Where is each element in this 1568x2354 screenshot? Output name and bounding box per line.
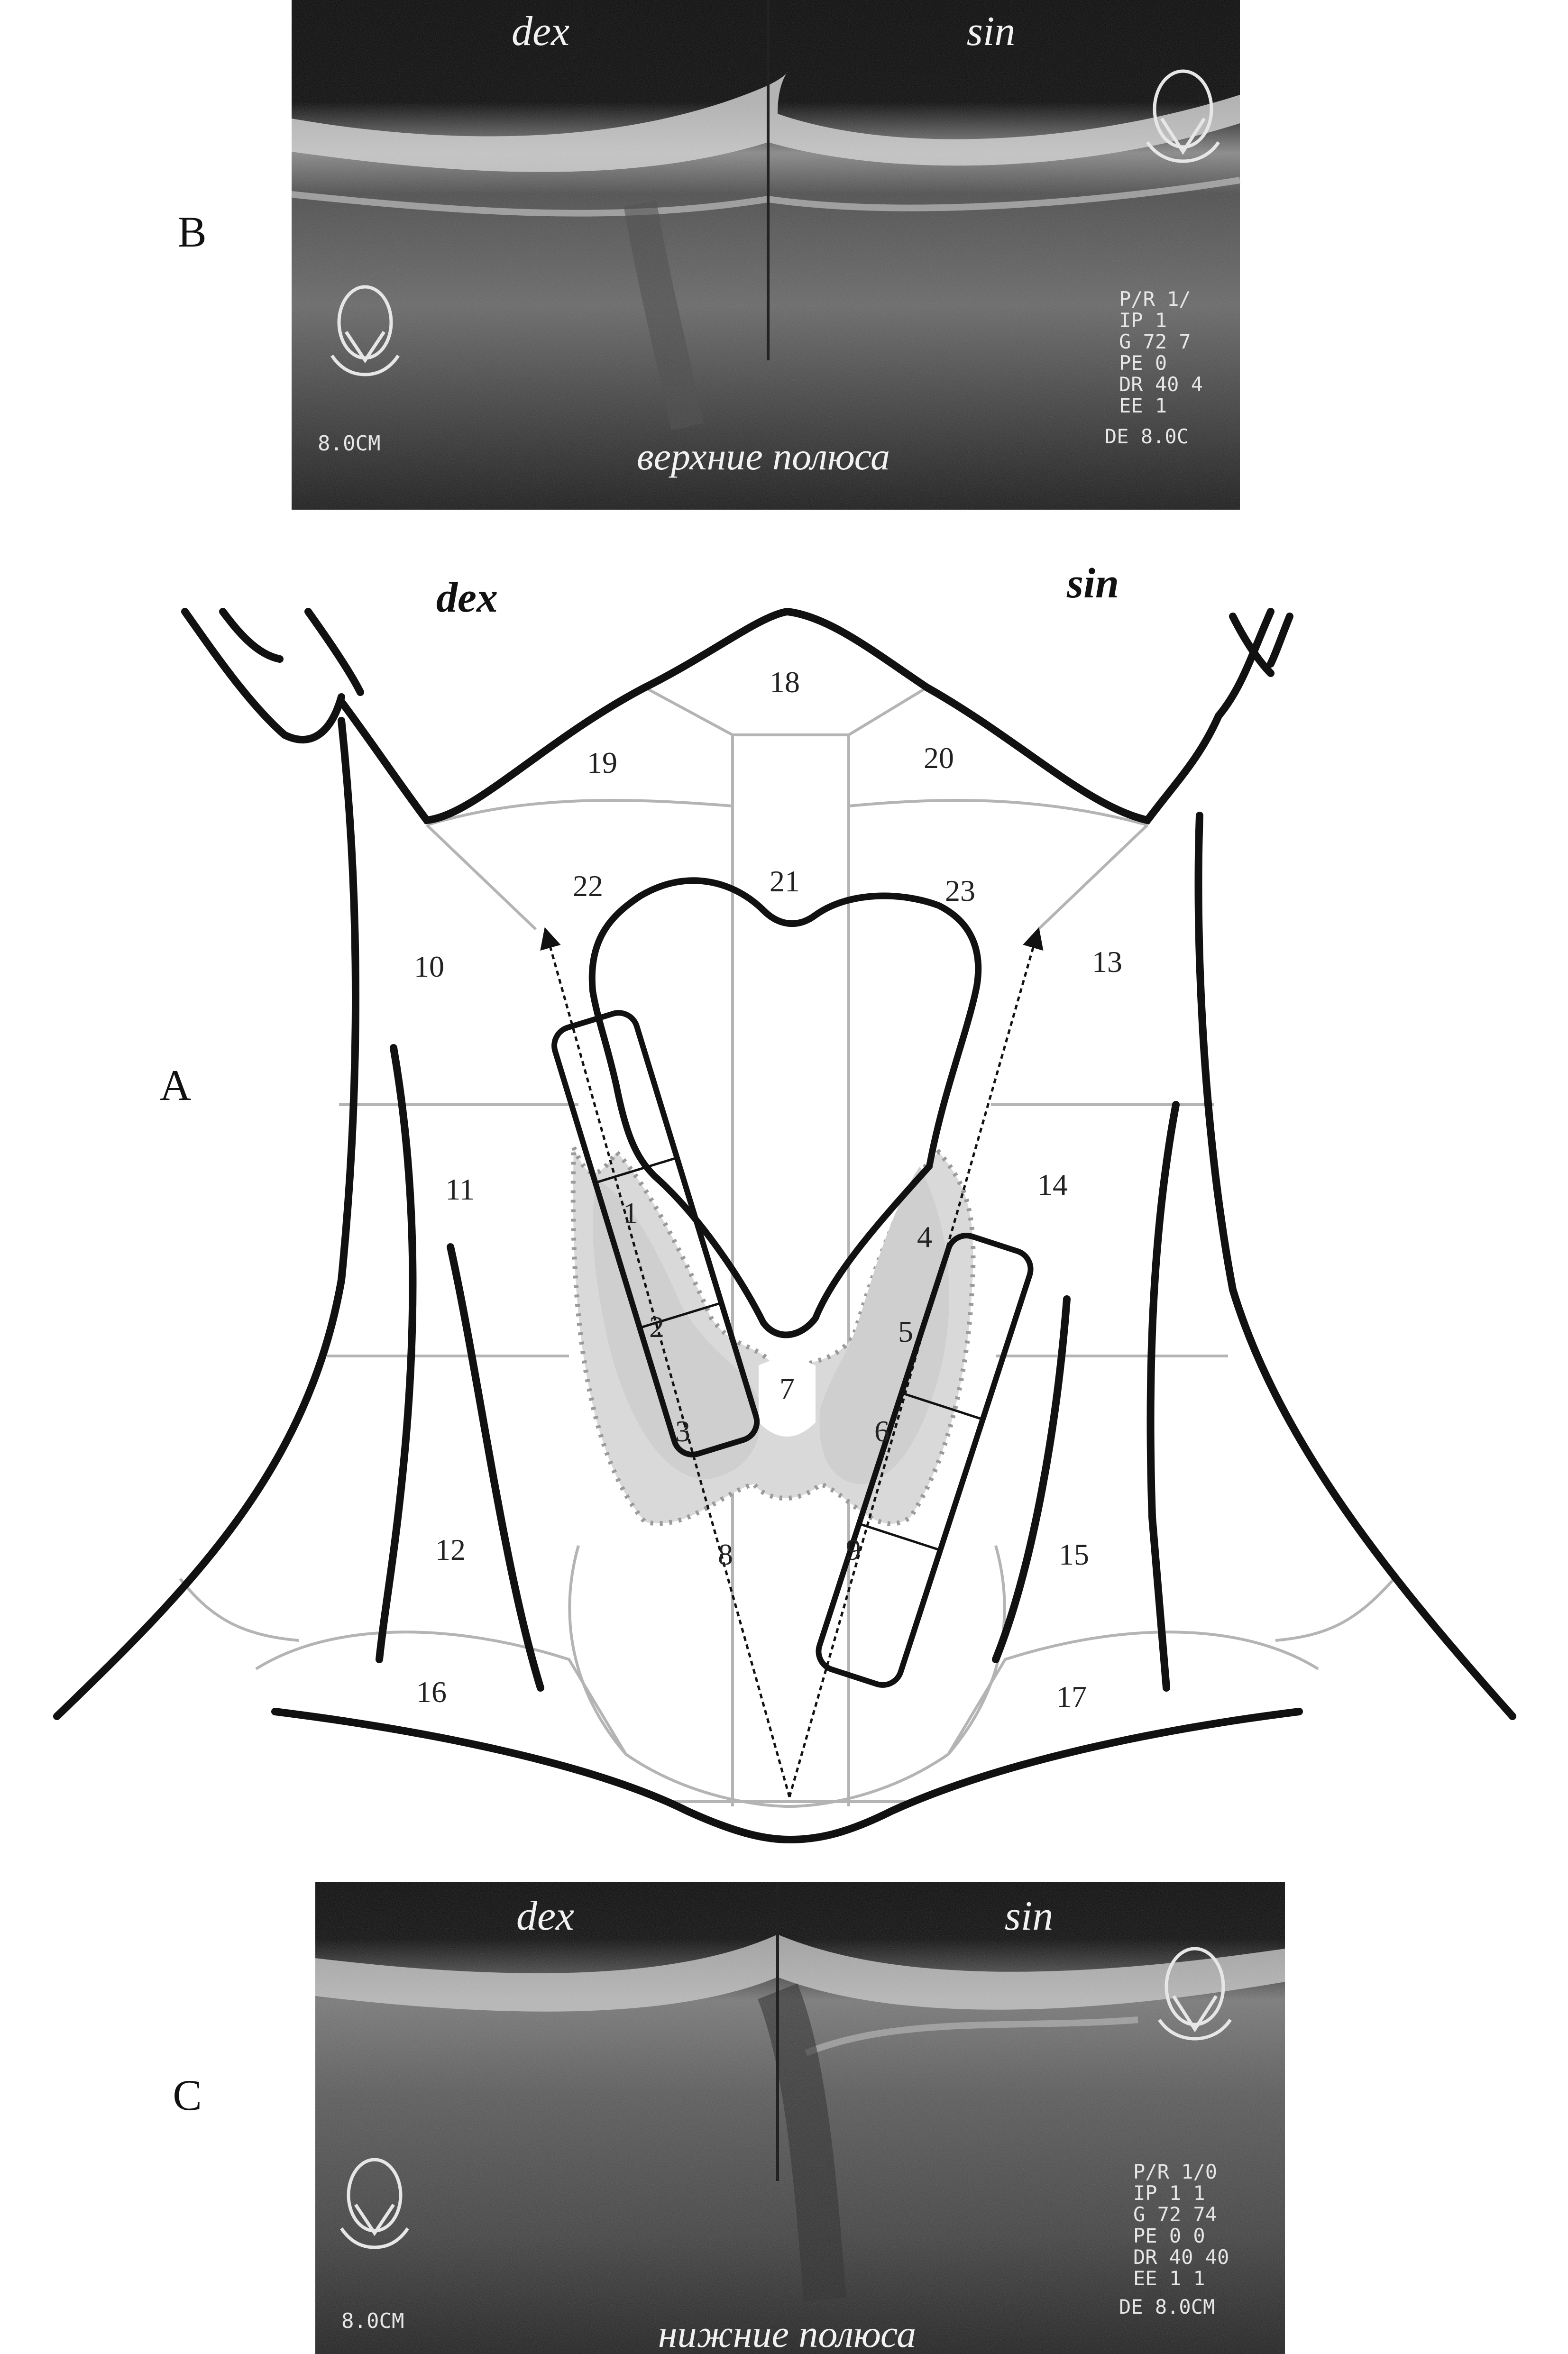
- zone-label: 12: [435, 1533, 466, 1566]
- zone-label: 22: [573, 869, 603, 903]
- scan-bottom-sin-label: sin: [1005, 1893, 1054, 1939]
- scan-param: EE 1: [1119, 394, 1167, 417]
- probe-position-right: [551, 1010, 760, 1457]
- zone-label: 4: [917, 1220, 932, 1254]
- larynx-outline: [588, 877, 982, 1338]
- zone-label: 13: [1092, 945, 1122, 979]
- zone-label: 11: [445, 1172, 475, 1206]
- zone-label: 6: [874, 1414, 889, 1448]
- head-orientation-icon: [1146, 69, 1220, 163]
- scan-param: IP 1 1: [1133, 2181, 1205, 2205]
- scan-top-dex-label: dex: [512, 9, 569, 55]
- scan-top-caption: верхние полюса: [637, 435, 890, 478]
- scan-bottom-depth-scale: 8.0CM: [341, 2309, 404, 2333]
- neck-outline: [53, 607, 1516, 1844]
- head-orientation-icon: [330, 285, 400, 376]
- scan-bottom-dex-label: dex: [516, 1893, 574, 1939]
- arrow-to-right-upper-pole: [540, 927, 791, 1797]
- scan-top-speckle: [292, 0, 1240, 510]
- scan-param: EE 1 1: [1133, 2267, 1205, 2290]
- scan-top-sin-label: sin: [967, 9, 1016, 55]
- zone-label: 7: [779, 1372, 795, 1405]
- zone-label: 9: [846, 1533, 861, 1566]
- scan-bottom-caption: нижние полюса: [658, 2312, 916, 2354]
- scan-top-depth-scale: 8.0CM: [318, 431, 380, 456]
- zone-label: 16: [416, 1675, 447, 1709]
- thyroid-isthmus: [759, 1358, 816, 1437]
- scan-bottom-speckle: [315, 1882, 1285, 2354]
- thyroid-right-lobe: [593, 1181, 761, 1479]
- scan-param: DE 8.0C: [1105, 425, 1189, 448]
- zone-label: 1: [623, 1196, 638, 1230]
- panel-label-c: C: [173, 2071, 202, 2119]
- scan-param: DE 8.0CM: [1119, 2295, 1215, 2318]
- scan-param: DR 40 40: [1133, 2245, 1229, 2269]
- zone-numbers: 1 2 3 4 5 6 7 8 9 10 11 12 13 14 15 16 1…: [414, 665, 1122, 1713]
- zone-label: 19: [587, 746, 617, 779]
- panel-a-neck-diagram: dex sin: [53, 560, 1516, 1844]
- scan-param: IP 1: [1119, 309, 1167, 332]
- zone-label: 2: [649, 1310, 664, 1344]
- scan-param: PE 0 0: [1133, 2224, 1205, 2247]
- scan-top-parameter-list: P/R 1/ IP 1 G 72 7 PE 0 DR 40 4 EE 1 DE …: [1105, 287, 1203, 448]
- panel-label-a: A: [160, 1061, 191, 1109]
- zone-label: 20: [924, 741, 954, 775]
- zone-label: 23: [945, 874, 975, 907]
- head-orientation-icon: [340, 2158, 409, 2249]
- zone-label: 21: [770, 864, 800, 898]
- arrow-to-left-upper-pole: [788, 927, 1044, 1797]
- scan-param: DR 40 4: [1119, 373, 1203, 396]
- zone-label: 10: [414, 950, 444, 983]
- zone-grid: [179, 686, 1395, 1808]
- scan-bottom-parameter-list: P/R 1/0 IP 1 1 G 72 74 PE 0 0 DR 40 40 E…: [1119, 2160, 1229, 2318]
- scan-param: PE 0: [1119, 351, 1167, 375]
- scan-param: P/R 1/0: [1133, 2160, 1217, 2183]
- diagram-sin-label: sin: [1066, 560, 1119, 607]
- panel-label-b: B: [177, 208, 206, 256]
- scan-param: G 72 7: [1119, 330, 1191, 353]
- zone-label: 5: [898, 1315, 913, 1348]
- scan-param: P/R 1/: [1119, 287, 1191, 311]
- panel-c-ultrasound: dex sin 8.0CM нижние полюса P/R 1/0 IP 1…: [315, 1882, 1285, 2354]
- zone-label: 15: [1059, 1538, 1089, 1571]
- diagram-dex-label: dex: [436, 574, 498, 621]
- head-orientation-icon: [1158, 1947, 1232, 2041]
- zone-label: 14: [1037, 1168, 1068, 1201]
- zone-label: 8: [718, 1538, 733, 1571]
- zone-label: 3: [675, 1414, 690, 1448]
- scan-direction-arrows: [540, 927, 1044, 1797]
- thyroid-left-lobe: [819, 1166, 949, 1484]
- zone-label: 18: [770, 665, 800, 699]
- scan-param: G 72 74: [1133, 2203, 1217, 2226]
- panel-b-ultrasound: dex sin 8.0CM верхние полюса P/R 1/ IP 1…: [291, 0, 1241, 510]
- zone-label: 17: [1056, 1680, 1087, 1713]
- probe-position-left: [816, 1233, 1034, 1688]
